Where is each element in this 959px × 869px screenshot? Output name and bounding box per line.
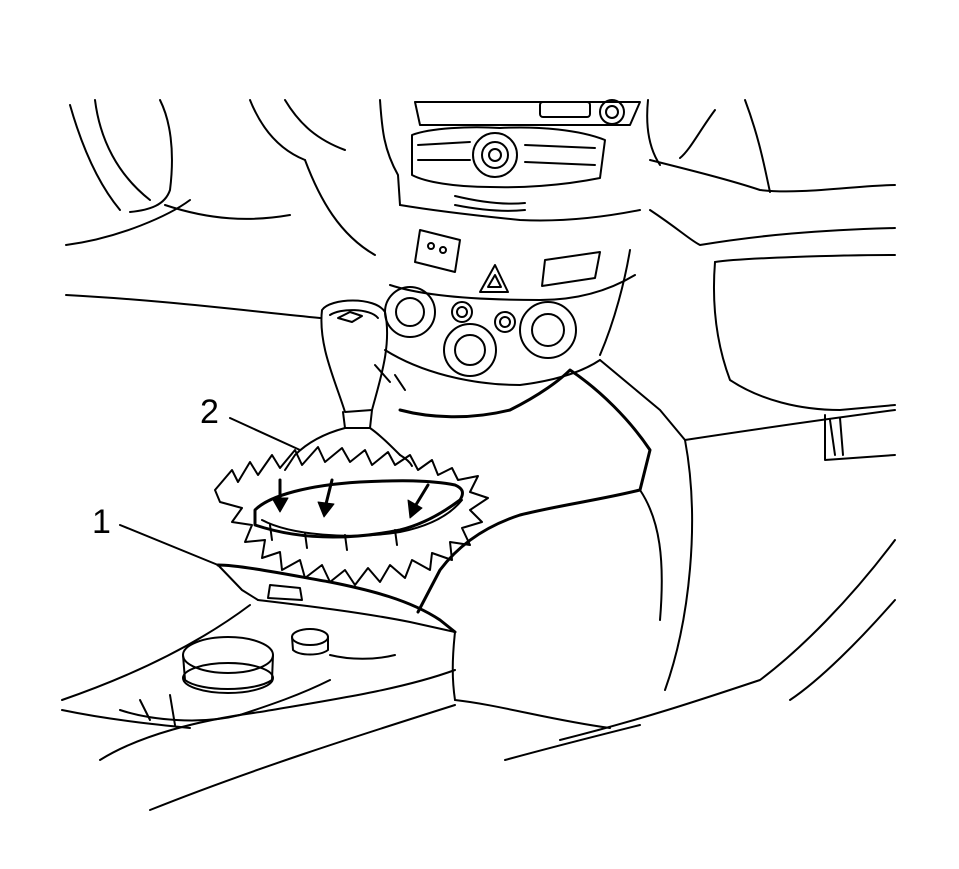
door-lock-button: [414, 229, 461, 273]
right-dash-and-door: [559, 99, 896, 741]
callout-label-2: 2: [200, 393, 219, 431]
hazard-button: [479, 264, 509, 293]
callout-leaders: [119, 417, 301, 566]
radio-head-unit: [379, 99, 661, 212]
hvac-knob-right: [519, 301, 577, 359]
steering-wheel-outline: [65, 99, 376, 319]
hvac-controls: [374, 274, 636, 391]
lower-console-cupholders: [61, 604, 641, 811]
shift-knob: [320, 299, 389, 413]
shift-boot-trim-ring: [253, 479, 464, 551]
highlight-starburst: [214, 446, 489, 586]
callout-label-1: 1: [92, 503, 111, 541]
vent-slot: [541, 251, 601, 287]
gear-shift-lever: [284, 299, 413, 471]
center-console-housing: [216, 368, 663, 634]
hvac-knob-left: [384, 286, 436, 338]
switch-panel: [399, 204, 641, 293]
leader-2: [229, 417, 301, 451]
arrow-3: [412, 483, 430, 510]
cupholder-cap-2: [291, 628, 329, 646]
hvac-knob-center: [443, 323, 497, 377]
leader-1: [119, 524, 219, 566]
removal-arrows: [271, 478, 430, 519]
